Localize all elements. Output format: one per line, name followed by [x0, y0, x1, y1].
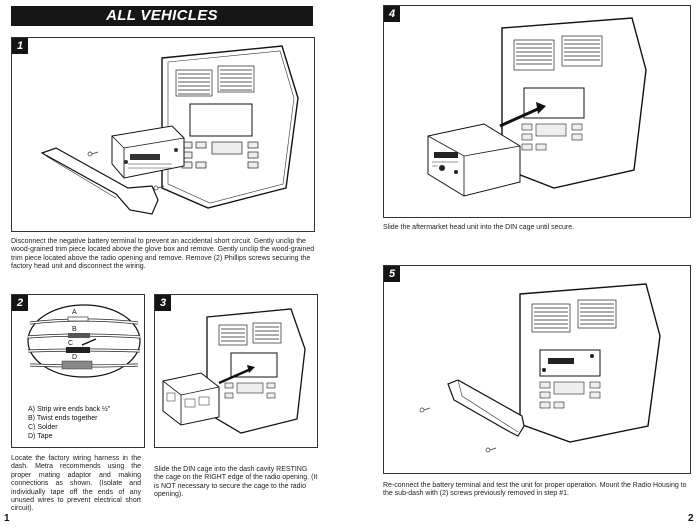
step-4-caption: Slide the aftermarket head unit into the… — [383, 224, 575, 231]
diagram-letter-a: A — [72, 309, 77, 316]
step-4-panel: 4 — [383, 5, 691, 218]
step-3-panel: 3 — [154, 294, 318, 448]
step-3-caption: Slide the DIN cage into the dash cavity … — [154, 466, 318, 499]
legend-item-b: B) Twist ends together — [28, 415, 98, 422]
section-title: ALL VEHICLES — [106, 7, 218, 24]
step-3-badge: 3 — [155, 295, 171, 311]
diagram-letter-c: C — [68, 340, 73, 347]
step-2-panel: 2 A B C D A) Strip wire ends back ½" B) … — [11, 294, 145, 448]
step-4-badge: 4 — [384, 6, 400, 22]
step-2-caption: Locate the factory wiring harness in the… — [11, 455, 141, 513]
step-5-panel: 5 — [383, 265, 691, 474]
page-number-left: 1 — [4, 513, 10, 524]
step-3-illustration — [162, 308, 306, 434]
wire-legend: A) Strip wire ends back ½" B) Twist ends… — [28, 405, 110, 441]
step-1-illustration — [40, 45, 299, 215]
section-header: ALL VEHICLES — [11, 6, 313, 26]
step-1-badge: 1 — [12, 38, 28, 54]
step-1-panel: 1 — [11, 37, 315, 232]
step-2-badge: 2 — [12, 295, 28, 311]
step-4-illustration — [427, 17, 647, 197]
page-number-right: 2 — [688, 513, 694, 524]
diagram-letter-b: B — [72, 326, 77, 333]
legend-item-d: D) Tape — [28, 433, 53, 440]
diagram-letter-d: D — [72, 354, 77, 361]
wire-splice-diagram: A B C D — [27, 304, 141, 378]
step-5-illustration — [419, 283, 661, 453]
step-5-caption: Re-connect the battery terminal and test… — [383, 482, 687, 498]
legend-item-c: C) Solder — [28, 424, 58, 431]
step-1-caption: Disconnect the negative battery terminal… — [11, 238, 315, 271]
step-5-badge: 5 — [384, 266, 400, 282]
legend-item-a: A) Strip wire ends back ½" — [28, 406, 111, 413]
